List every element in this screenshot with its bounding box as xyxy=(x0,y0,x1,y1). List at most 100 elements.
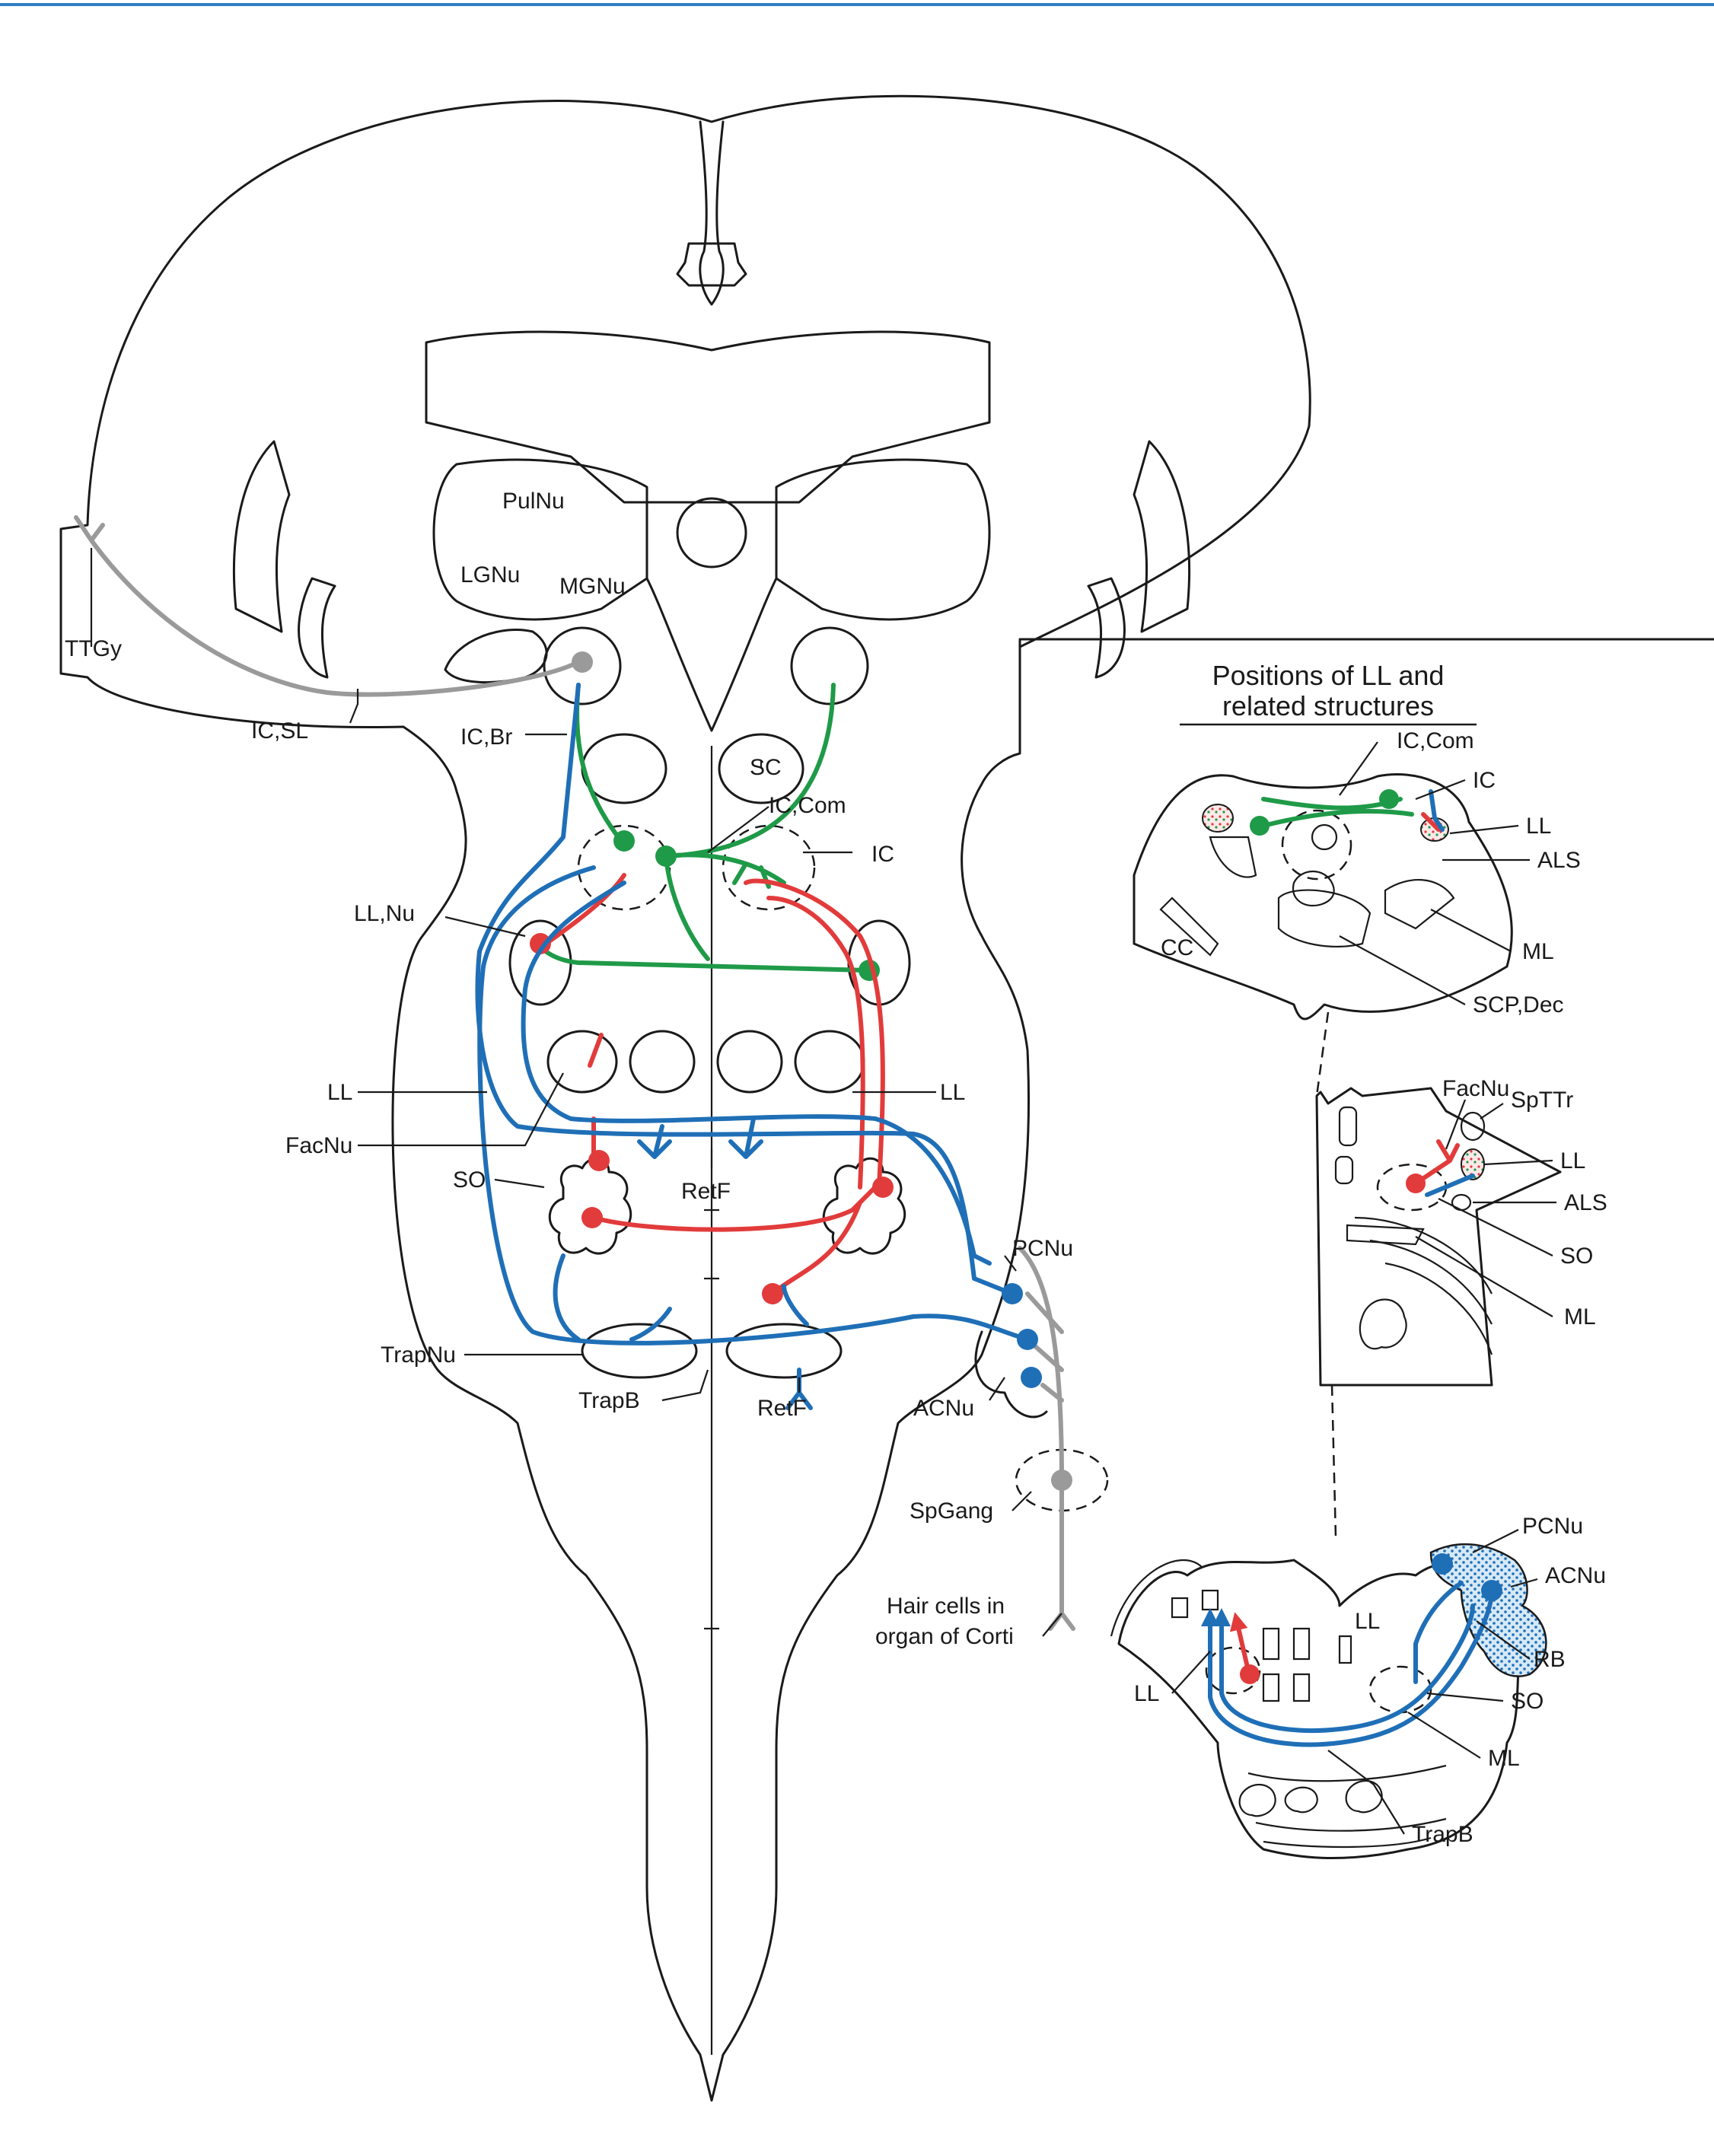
left-facial-nucleus xyxy=(546,1030,618,1094)
middle-lower-blob xyxy=(1359,1298,1407,1350)
bottom-cerebellar-flap xyxy=(1110,1559,1203,1637)
middle-so-label: SO xyxy=(1560,1244,1593,1269)
right-inferior-colliculus xyxy=(722,824,816,911)
so-red-cell-lower xyxy=(581,1207,603,1228)
middle-box-1 xyxy=(1338,1106,1358,1147)
top-green-cell-right xyxy=(1379,789,1399,809)
bottom-red-arrow xyxy=(1230,1612,1250,1673)
lgnu-label: LGNu xyxy=(460,562,520,588)
bottom-ll-left-label: LL xyxy=(1134,1681,1159,1706)
bottom-acnu-leader xyxy=(1510,1578,1538,1588)
ll-main-left-2 xyxy=(477,865,1030,1346)
middle-section-outline xyxy=(1315,1087,1562,1387)
top-left-lobe xyxy=(1209,836,1257,878)
top-ml-leader xyxy=(1430,909,1512,952)
middle-ml-leader xyxy=(1415,1236,1553,1317)
left-trapezoid-nucleus xyxy=(581,1323,698,1379)
ll-red-cell xyxy=(530,933,551,954)
ll-red-left xyxy=(538,873,626,950)
bottom-boxes xyxy=(1171,1589,1352,1702)
right-thalamus xyxy=(775,458,991,621)
middle-spttr-leader xyxy=(1480,1103,1504,1119)
pcnu-leader xyxy=(1004,1255,1017,1272)
ll-nu-label: LL,Nu xyxy=(354,901,415,926)
trap-to-olive xyxy=(770,1200,862,1296)
panel-connector-2 xyxy=(1330,1384,1337,1538)
middle-spttr xyxy=(1460,1111,1486,1142)
hair-cells-label-1: Hair cells in xyxy=(887,1594,1005,1619)
olive-to-ic-right xyxy=(744,878,885,1189)
top-cc-strip xyxy=(1159,896,1219,957)
middle-facnu-label: FacNu xyxy=(1442,1076,1509,1101)
pulnu-label: PulNu xyxy=(502,489,565,514)
left-ventricle-notch xyxy=(232,440,291,633)
bottom-trapezoid-blobs xyxy=(1238,1780,1383,1817)
bottom-ml-label: ML xyxy=(1488,1746,1520,1771)
hair-cells-leader xyxy=(1042,1613,1062,1637)
spgang-leader xyxy=(1012,1491,1032,1511)
panel-title-line1: Positions of LL and xyxy=(1212,660,1445,691)
top-left-ll-hatch xyxy=(1202,804,1234,833)
ic-cell-left xyxy=(613,830,635,852)
top-scp-dec-label: SCP,Dec xyxy=(1473,992,1564,1017)
acnu-cell-2 xyxy=(1021,1367,1042,1388)
bottom-blue-tract-short xyxy=(1413,1581,1464,1684)
top-scp-shape xyxy=(1277,889,1372,948)
left-temporal-inner xyxy=(298,577,336,679)
top-ml-strip xyxy=(1384,878,1455,930)
corpus-callosum-bridge xyxy=(676,242,747,287)
facnu-label: FacNu xyxy=(285,1133,352,1158)
olive-to-ic-right-2 xyxy=(766,896,865,1189)
top-red-fibers xyxy=(1421,812,1441,832)
bottom-right-dashed xyxy=(1368,1665,1432,1714)
panel-connector-1 xyxy=(1315,1011,1330,1097)
pineal xyxy=(676,497,747,568)
bottom-acnu-label: ACNu xyxy=(1545,1563,1606,1588)
top-als-label: ALS xyxy=(1537,848,1581,873)
main-labels: PulNu LGNu MGNu TTGy IC,SL IC,Br SC IC,C… xyxy=(65,489,1073,1649)
ic-sl-label: IC,SL xyxy=(251,718,308,744)
facnu-leader xyxy=(358,1072,564,1147)
left-inferior-colliculus xyxy=(577,824,671,911)
sc-label: SC xyxy=(750,755,782,780)
mgn-cell-body xyxy=(572,651,593,673)
retf-lower-label: RetF xyxy=(757,1396,807,1421)
right-superior-colliculus xyxy=(718,733,804,804)
right-so-red-cell xyxy=(872,1177,894,1198)
middle-box-2 xyxy=(1334,1155,1354,1185)
top-central-circle xyxy=(1311,823,1338,851)
bottom-so-leader xyxy=(1426,1692,1504,1702)
ttgy-label: TTGy xyxy=(65,636,122,661)
ll-left-label: LL xyxy=(327,1080,352,1105)
panel-top-section: IC,Com IC LL ALS CC ML SCP,Dec xyxy=(1133,728,1581,1021)
right-ventricle-notch xyxy=(1133,440,1191,633)
panel-title-line2: related structures xyxy=(1222,690,1434,721)
left-superior-olive xyxy=(548,1157,632,1255)
top-ic-leader xyxy=(1415,779,1466,801)
lgn-shape xyxy=(444,628,548,683)
cochlear-nerve xyxy=(1018,1246,1064,1616)
top-cc-label: CC xyxy=(1161,935,1193,960)
top-ic-label: IC xyxy=(1473,768,1496,793)
longitudinal-fissure xyxy=(699,120,725,306)
bottom-acnu-cell xyxy=(1481,1580,1502,1601)
top-ml-label: ML xyxy=(1522,939,1554,964)
retf-upper-label: RetF xyxy=(681,1179,731,1204)
acnu-cell-1 xyxy=(1017,1329,1038,1350)
cerebral-hemispheres-outline xyxy=(59,94,1311,2102)
middle-so-leader xyxy=(1438,1198,1553,1256)
ttgy-branch xyxy=(74,515,105,543)
ic-label: IC xyxy=(871,842,894,867)
bottom-rb-leader xyxy=(1476,1620,1531,1660)
spgang-label: SpGang xyxy=(910,1498,993,1524)
trapb-label: TrapB xyxy=(578,1388,640,1413)
bottom-so-label: SO xyxy=(1511,1689,1544,1714)
middle-ll-label: LL xyxy=(1560,1148,1585,1174)
red-pathway xyxy=(530,873,894,1304)
pontine-circle-3 xyxy=(716,1030,783,1094)
top-blue-fibers xyxy=(1429,789,1445,832)
bottom-pcnu-label: PCNu xyxy=(1522,1514,1583,1539)
acnu-leader xyxy=(989,1377,1005,1401)
right-trapezoid-nucleus xyxy=(725,1323,843,1379)
